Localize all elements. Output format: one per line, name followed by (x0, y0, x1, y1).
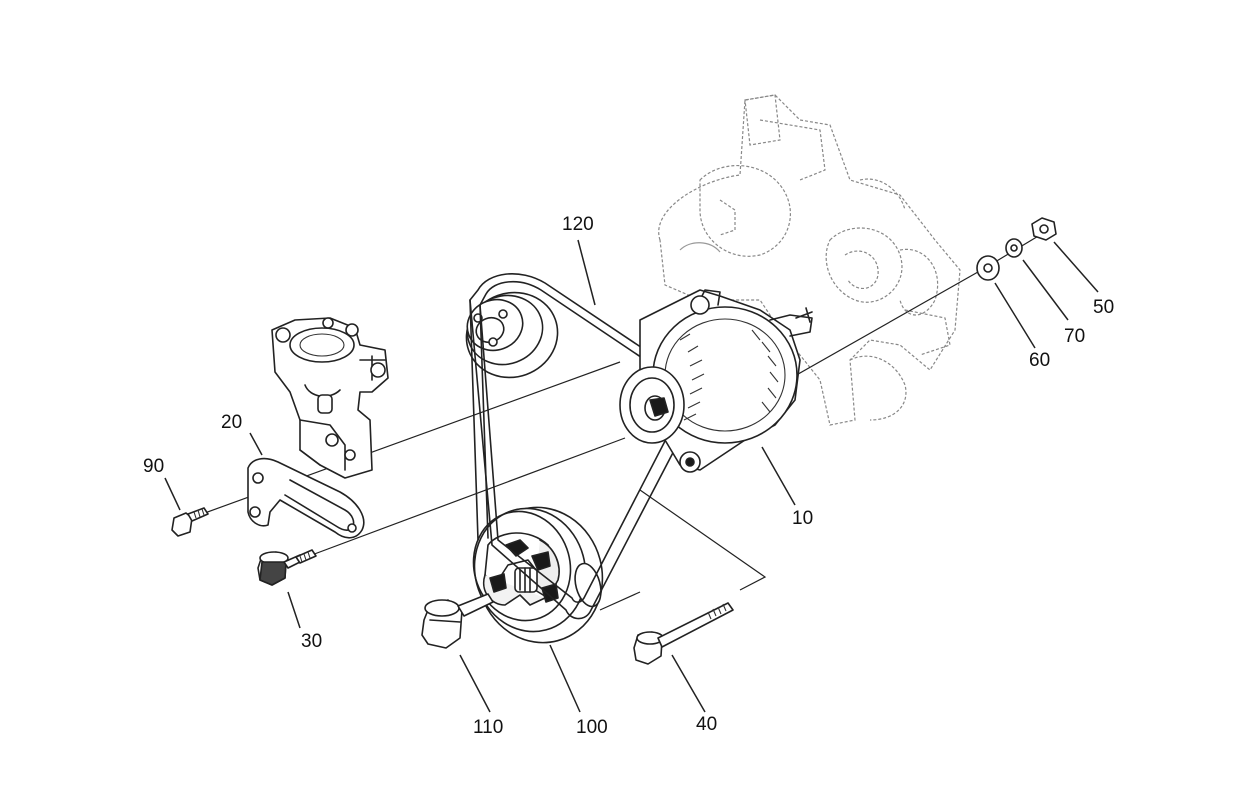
thermostat-housing (271, 317, 389, 479)
callout-40: 40 (696, 714, 717, 735)
callout-10: 10 (792, 508, 813, 529)
washer-part-70 (1005, 238, 1023, 258)
callout-50: 50 (1093, 297, 1114, 318)
callout-70: 70 (1064, 326, 1085, 347)
engine-block (658, 94, 961, 426)
callout-110: 110 (473, 717, 503, 738)
alternator-part-10 (619, 289, 813, 473)
crankshaft-pulley-part-100 (472, 506, 604, 644)
adjusting-bracket-part-20 (247, 457, 365, 539)
callout-90: 90 (143, 456, 164, 477)
bolt-part-30 (257, 549, 317, 586)
callout-labels: 120 20 90 30 110 100 40 10 60 70 50 (143, 214, 1114, 738)
callout-leader-lines (164, 239, 1099, 713)
callout-100: 100 (576, 717, 608, 738)
callout-30: 30 (301, 631, 322, 652)
bolt-part-110 (421, 593, 494, 649)
bolt-part-90 (171, 507, 209, 537)
callout-60: 60 (1029, 350, 1050, 371)
bolt-part-40 (633, 602, 734, 665)
callout-20: 20 (221, 412, 242, 433)
nut-part-50 (1031, 217, 1057, 241)
callout-120: 120 (562, 214, 594, 235)
washer-part-60 (976, 255, 1000, 281)
